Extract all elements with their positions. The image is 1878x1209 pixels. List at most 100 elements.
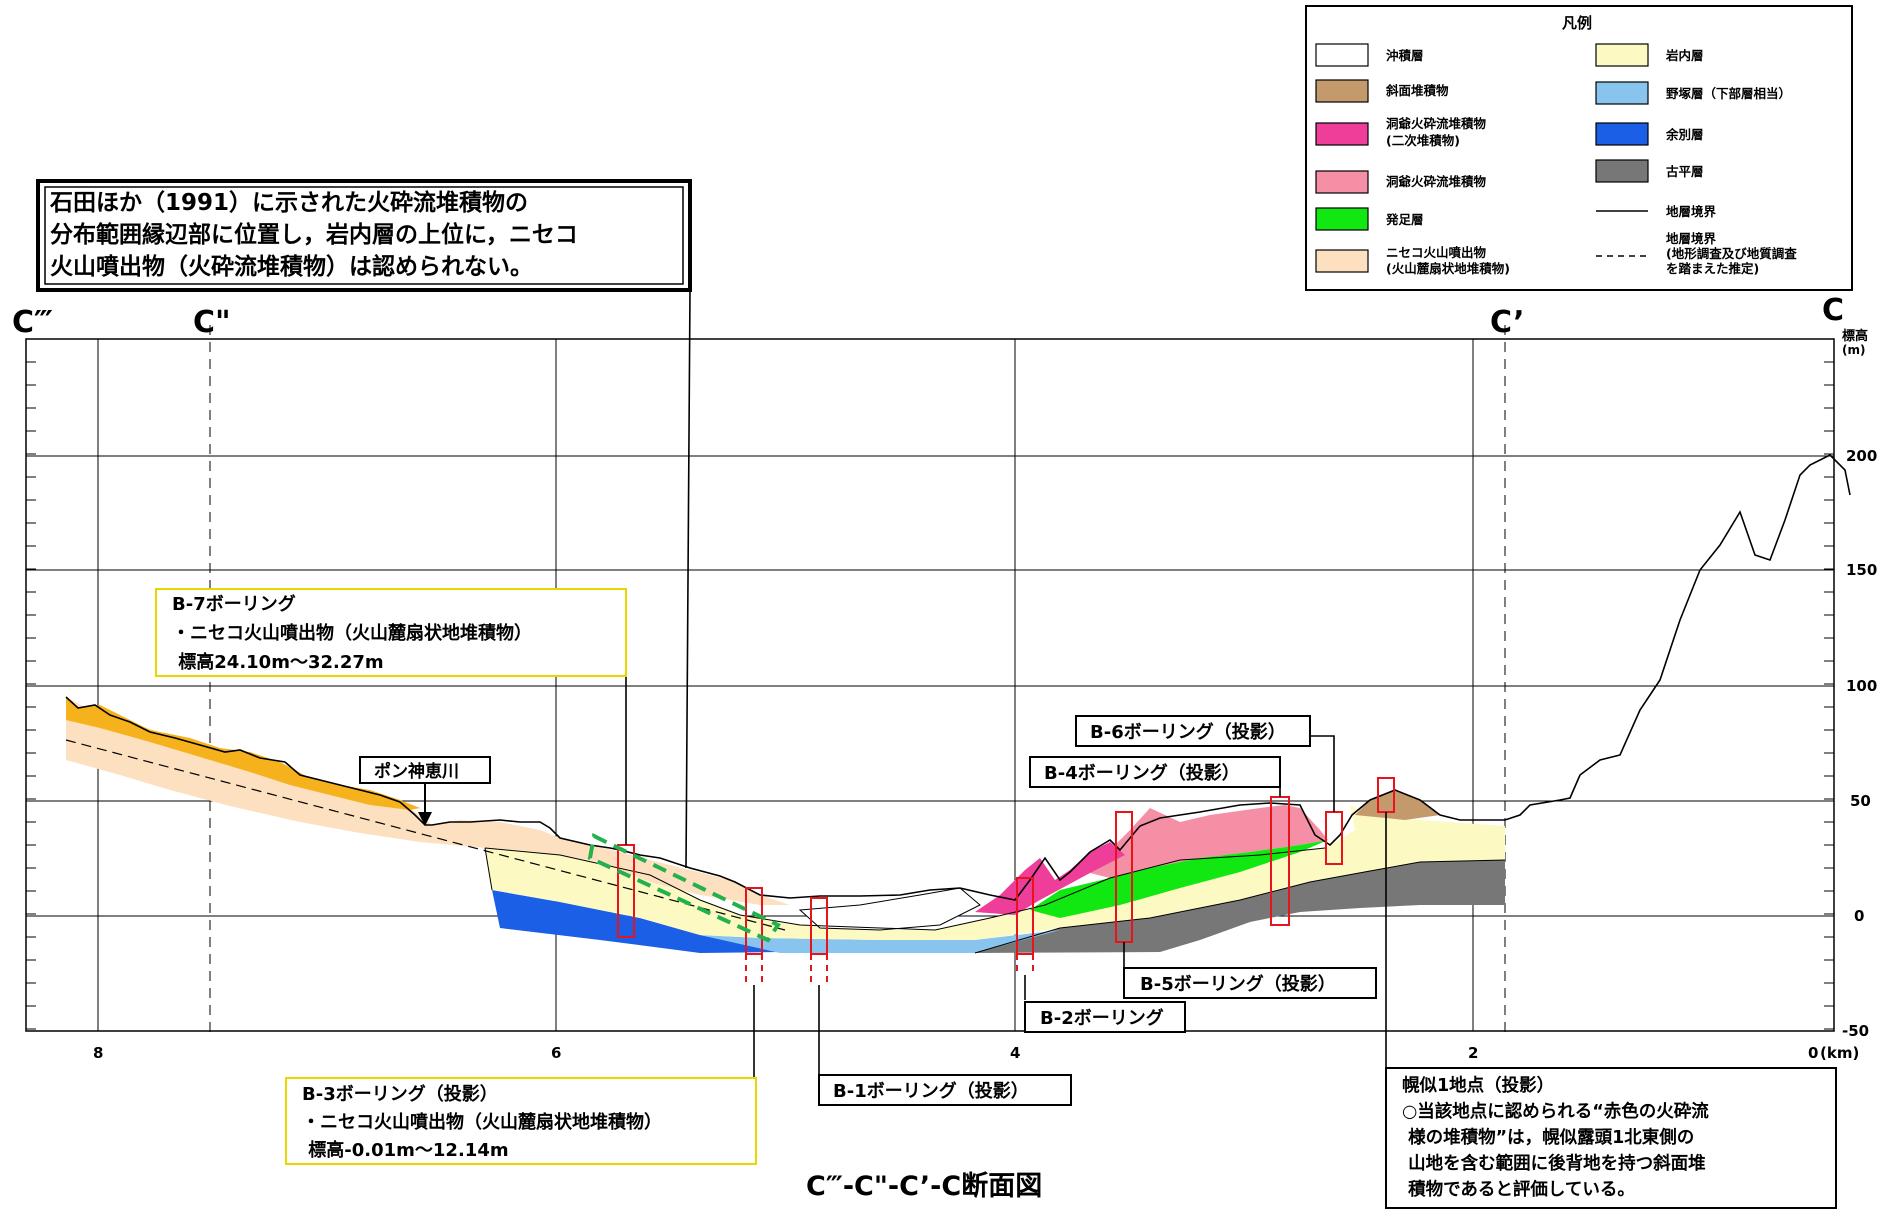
x-tick-0: 0 bbox=[1808, 1044, 1818, 1062]
main-callout-text: 石田ほか（1991）に示された火砕流堆積物の分布範囲縁辺部に位置し，岩内層の上位… bbox=[49, 189, 578, 280]
layer-toya bbox=[1090, 805, 1328, 878]
main-callout: 石田ほか（1991）に示された火砕流堆積物の分布範囲縁辺部に位置し，岩内層の上位… bbox=[36, 179, 692, 292]
boundary-furubira-top bbox=[974, 859, 1506, 954]
legend-swatch-toya bbox=[1315, 170, 1369, 194]
legend-swatch-toya-secondary bbox=[1315, 122, 1369, 146]
left-edge-iwanai bbox=[484, 847, 493, 891]
text-line: (二次堆積物) bbox=[1386, 133, 1460, 148]
x-axis-unit: (km) bbox=[1820, 1044, 1859, 1062]
b4-box bbox=[1029, 756, 1281, 788]
x-tick-4: 4 bbox=[1010, 1044, 1020, 1062]
x-tick-2: 2 bbox=[1468, 1044, 1478, 1062]
river-callout: ポン神恵川 bbox=[359, 756, 491, 784]
horonai-callout: 幌似1地点（投影）○当該地点に認められる“赤色の火砕流 様の堆積物”は，幌似露頭… bbox=[1385, 1067, 1837, 1209]
legend-swatch-hattari bbox=[1315, 207, 1369, 231]
b3-callout: B-3ボーリング（投影）・ニセコ火山噴出物（火山麓扇状地堆積物） 標高-0.01… bbox=[285, 1077, 757, 1165]
mark-c: C bbox=[1822, 293, 1844, 328]
geology-layers bbox=[66, 697, 1505, 953]
y-tick-150: 150 bbox=[1846, 561, 1877, 579]
b1-text: B-1ボーリング（投影） bbox=[833, 1080, 1029, 1102]
y-axis-unit: (m) bbox=[1842, 343, 1865, 357]
pyroclastic-edge-box bbox=[587, 833, 781, 943]
b7-text: B-7ボーリング・ニセコ火山噴出物（火山麓扇状地堆積物） 標高24.10m～32… bbox=[172, 593, 532, 673]
b5-text: B-5ボーリング（投影） bbox=[1140, 973, 1336, 995]
b4-callout: B-4ボーリング（投影） bbox=[1029, 756, 1281, 788]
b7-callout: B-7ボーリング・ニセコ火山噴出物（火山麓扇状地堆積物） 標高24.10m～32… bbox=[155, 588, 627, 677]
text-line: 積物であると評価している。 bbox=[1402, 1179, 1635, 1200]
b2-text: B-2ボーリング bbox=[1040, 1007, 1164, 1029]
legend: 凡例 沖積層 斜面堆積物 洞爺火砕流堆積物 (二次堆積物) 洞爺火砕流堆積物 発足… bbox=[1305, 5, 1853, 291]
text-line: 山地を含む範囲に後背地を持つ斜面堆 bbox=[1402, 1153, 1706, 1174]
legend-swatch-niseko bbox=[1315, 249, 1369, 273]
river-marker bbox=[418, 783, 432, 826]
text-line: 火山噴出物（火砕流堆積物）は認められない。 bbox=[50, 253, 533, 280]
axis-minor-ticks bbox=[26, 338, 1834, 1030]
plot-frame bbox=[25, 338, 1835, 1032]
legend-label-alluvium: 沖積層 bbox=[1386, 48, 1424, 63]
text-line: B-3ボーリング（投影） bbox=[302, 1083, 498, 1105]
text-line: 地層境界 bbox=[1666, 231, 1717, 246]
b2-box bbox=[1024, 1001, 1186, 1033]
legend-swatch-furubira bbox=[1595, 159, 1649, 183]
y-tick-0: 0 bbox=[1854, 907, 1864, 925]
b1-callout: B-1ボーリング（投影） bbox=[818, 1074, 1072, 1106]
legend-label-slope: 斜面堆積物 bbox=[1385, 83, 1449, 98]
layer-niseko-orange bbox=[66, 697, 420, 810]
b7-box bbox=[155, 588, 627, 677]
legend-label-nozuka: 野塚層（下部層相当） bbox=[1666, 86, 1791, 101]
main-callout-outer bbox=[36, 179, 692, 292]
legend-swatch-iwanai bbox=[1595, 43, 1649, 67]
layer-niseko bbox=[66, 697, 790, 905]
mark-c3: C‴ bbox=[12, 305, 53, 340]
legend-swatch-alluvium bbox=[1315, 43, 1369, 67]
text-line: 標高24.10m～32.27m bbox=[172, 651, 384, 673]
layer-yobetsu bbox=[492, 890, 780, 953]
leader-main bbox=[685, 289, 691, 869]
b6-text: B-6ボーリング（投影） bbox=[1090, 721, 1286, 743]
boundaries bbox=[65, 454, 1851, 954]
leader-b6 bbox=[1310, 735, 1335, 812]
legend-label-niseko: ニセコ火山噴出物(火山麓扇状地堆積物) bbox=[1386, 245, 1510, 276]
legend-swatch-slope bbox=[1315, 79, 1369, 103]
legend-label-iwanai: 岩内層 bbox=[1665, 48, 1704, 63]
text-line: を踏まえた推定) bbox=[1666, 261, 1759, 276]
text-line: ニセコ火山噴出物 bbox=[1386, 245, 1487, 260]
layer-iwanai bbox=[485, 805, 1505, 940]
legend-label-boundary-inferred: 地層境界(地形調査及び地質調査を踏まえた推定) bbox=[1666, 231, 1797, 276]
boundary-iwanai-top bbox=[484, 847, 1326, 931]
legend-swatch-nozuka bbox=[1595, 81, 1649, 105]
layer-hattari bbox=[1030, 840, 1328, 918]
text-line: (地形調査及び地質調査 bbox=[1666, 246, 1797, 261]
legend-label-toya-secondary: 洞爺火砕流堆積物 (二次堆積物) bbox=[1386, 116, 1487, 148]
text-line: 石田ほか（1991）に示された火砕流堆積物の bbox=[49, 189, 528, 216]
layer-furubira bbox=[975, 860, 1505, 953]
text-line: 洞爺火砕流堆積物 bbox=[1386, 116, 1487, 131]
legend-title: 凡例 bbox=[1562, 14, 1592, 32]
b4-text: B-4ボーリング（投影） bbox=[1044, 762, 1240, 784]
boring-b3-marker bbox=[745, 887, 763, 955]
x-tick-6: 6 bbox=[551, 1044, 561, 1062]
text-line: 様の堆積物”は，幌似露頭1北東側の bbox=[1402, 1127, 1694, 1148]
layer-nozuka bbox=[700, 930, 1060, 953]
leader-lines bbox=[625, 289, 1387, 1078]
boring-b2-marker bbox=[1016, 877, 1034, 955]
river-arrow-head bbox=[418, 812, 432, 826]
x-tick-8: 8 bbox=[93, 1044, 103, 1062]
river-text: ポン神恵川 bbox=[374, 761, 459, 782]
legend-swatch-yobetsu bbox=[1595, 122, 1649, 146]
y-tick-100: 100 bbox=[1846, 677, 1877, 695]
b6-box bbox=[1075, 715, 1311, 747]
b5-box bbox=[1123, 967, 1377, 999]
b3-box bbox=[285, 1077, 757, 1165]
legend-label-boundary: 地層境界 bbox=[1666, 204, 1717, 219]
legend-label-hattari: 発足層 bbox=[1385, 212, 1424, 227]
y-axis-title: 標高 bbox=[1842, 328, 1868, 344]
text-line: ○当該地点に認められる“赤色の火砕流 bbox=[1402, 1101, 1709, 1122]
layer-toya-secondary bbox=[975, 842, 1125, 915]
mark-c1: C’ bbox=[1490, 305, 1525, 340]
section-marks: C‴ C" C’ C bbox=[12, 293, 1844, 340]
legend-label-yobetsu: 余別層 bbox=[1665, 127, 1704, 142]
text-line: ・ニセコ火山噴出物（火山麓扇状地堆積物） bbox=[302, 1111, 662, 1133]
main-callout-inner bbox=[44, 186, 684, 285]
y-tick-neg50: -50 bbox=[1842, 1022, 1869, 1040]
